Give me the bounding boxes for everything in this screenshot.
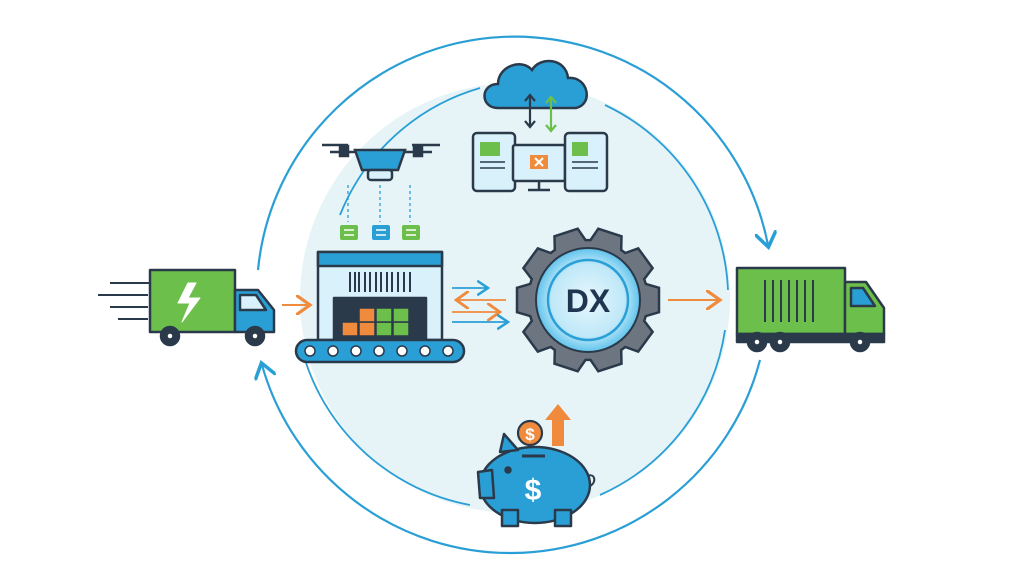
connected-devices-icon (471, 131, 609, 193)
cycle-arrow-inner-bottom-left (304, 359, 471, 506)
barcode-icon (349, 272, 411, 292)
drone-icon (322, 143, 440, 182)
drone-data-lines (347, 185, 411, 222)
cycle-arrow-top-right (256, 35, 768, 271)
coin-dollar-symbol: $ (525, 425, 535, 444)
cycle-arrow-inner-left (339, 87, 481, 216)
delivery-truck-left (98, 268, 276, 347)
cycle-arrow-bottom-left (262, 359, 762, 555)
sync-arrows-icon (524, 93, 557, 133)
piggy-dollar-symbol: $ (525, 474, 542, 507)
boxes (341, 307, 410, 337)
cloud-icon (483, 59, 588, 110)
speed-lines (98, 282, 150, 320)
cargo-truck-right (735, 266, 886, 353)
cycle-arrow-inner-bottom (599, 329, 726, 496)
growth-arrow-icon (545, 404, 571, 446)
piggy-bank-savings: $ (476, 432, 596, 528)
dx-label: DX (566, 283, 611, 319)
warehouse-conveyor (294, 250, 466, 364)
cycle-arrows (256, 35, 768, 555)
data-tags (340, 225, 420, 240)
data-exchange-arrows (452, 288, 508, 322)
lightning-icon (177, 282, 201, 323)
cycle-arrow-inner-right (604, 104, 729, 291)
inner-circle-background (300, 83, 730, 513)
dx-gear-hub: DX (515, 227, 661, 373)
coin-icon: $ (516, 419, 544, 447)
